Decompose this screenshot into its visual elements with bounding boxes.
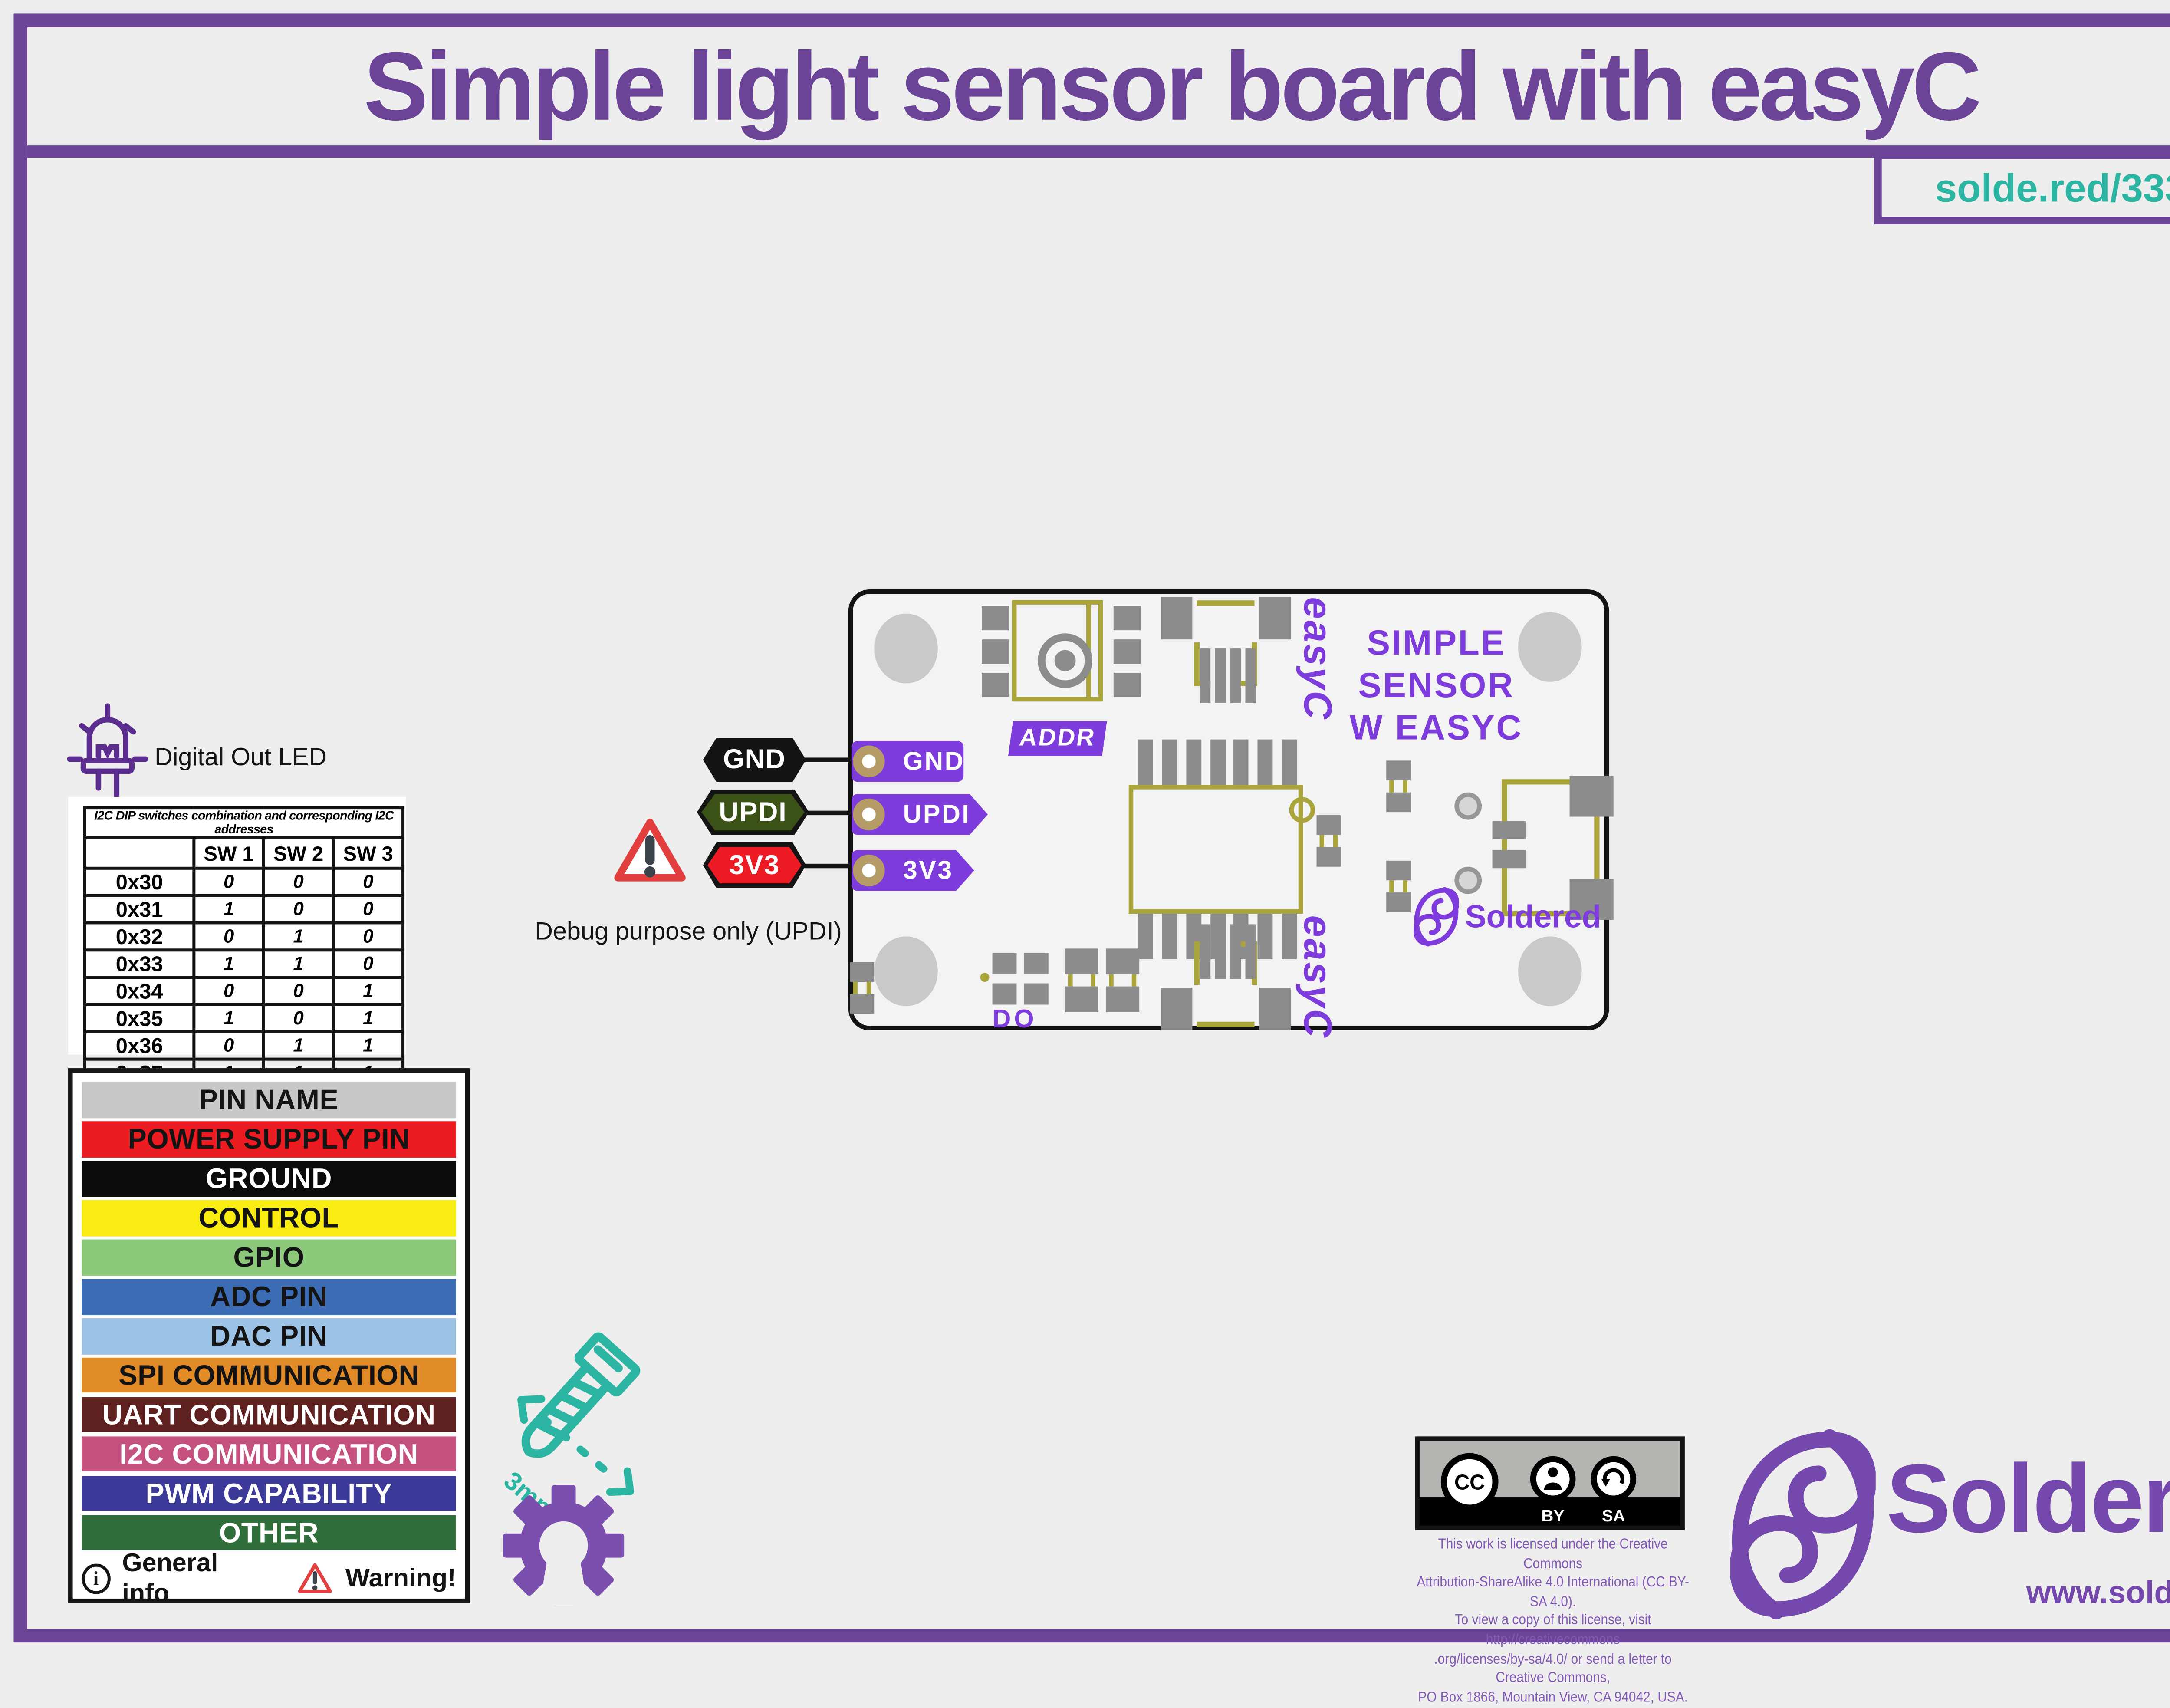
mounting-hole [1518, 612, 1582, 682]
passive-component [1316, 815, 1341, 867]
passive-component [1386, 860, 1411, 912]
website-url[interactable]: www.soldered.com [2026, 1576, 2170, 1611]
ic-chip [1128, 785, 1303, 914]
easyc-connector-bottom [1161, 924, 1291, 1030]
easyc-connector-top [1161, 597, 1291, 703]
addr-label: ADDR [1008, 721, 1107, 756]
easyc-label-top: easyC [1295, 597, 1341, 721]
warning-icon [298, 1563, 332, 1594]
3v3-callout-line [803, 863, 868, 869]
legend-row: POWER SUPPLY PIN [82, 1121, 456, 1157]
passive-component [1386, 760, 1411, 813]
title-divider [27, 145, 2170, 158]
info-icon: i [82, 1563, 110, 1594]
light-sensor [1012, 600, 1103, 702]
led-marker-dot [980, 973, 990, 982]
pin-pad [853, 854, 885, 887]
updi-callout-line [806, 810, 868, 816]
board-name: SIMPLE SENSOR W EASYC [1349, 622, 1523, 747]
gnd-callout-line [803, 757, 868, 762]
legend-row: SPI COMMUNICATION [82, 1357, 456, 1393]
page-title: Simple light sensor board with easyC [363, 32, 1982, 141]
soldered-wordmark: Soldered [1886, 1444, 2170, 1553]
legend-row: DAC PIN [82, 1318, 456, 1354]
legend-row: ADC PIN [82, 1279, 456, 1315]
easyc-label-bottom: easyC [1295, 915, 1341, 1039]
soldered-board-label: Soldered [1465, 900, 1601, 935]
oshw-gear-icon [503, 1485, 625, 1606]
legend-row: I2C COMMUNICATION [82, 1436, 456, 1472]
warning-triangle-icon [614, 819, 686, 882]
via-pad [1454, 866, 1482, 894]
legend-row: PWM CAPABILITY [82, 1475, 456, 1511]
cc-license-badge: CC BY SA [1415, 1436, 1685, 1530]
by-label: BY [1541, 1507, 1565, 1526]
gnd-callout: GND [703, 738, 806, 782]
legend-row: PIN NAME [82, 1082, 456, 1118]
cc-icon: CC [1440, 1453, 1499, 1511]
ic-pin1-marker [1289, 797, 1315, 823]
pin-pad [853, 745, 885, 777]
legend-row: GPIO [82, 1239, 456, 1275]
screw-icon [521, 1332, 641, 1458]
dip-address-table: I2C DIP switches combination and corresp… [83, 806, 405, 1088]
license-text: This work is licensed under the Creative… [1417, 1536, 1690, 1706]
screw-size-arrow [517, 1395, 634, 1496]
pin-legend: PIN NAME POWER SUPPLY PIN GROUND CONTROL… [68, 1068, 470, 1607]
legend-row: UART COMMUNICATION [82, 1397, 456, 1433]
passive-component [850, 962, 875, 1014]
power-connector [1492, 776, 1614, 920]
cc-by-icon [1530, 1456, 1576, 1502]
legend-row: CONTROL [82, 1200, 456, 1236]
led-note: Digital Out LED [155, 744, 327, 771]
pinout-sheet: Simple light sensor board with easyC sol… [13, 13, 2170, 1706]
passive-component [1106, 948, 1140, 1012]
sa-label: SA [1602, 1507, 1625, 1526]
mounting-hole [874, 936, 938, 1006]
3v3-callout: 3V3 [703, 842, 806, 888]
general-info-label: General info [122, 1548, 218, 1608]
soldered-logo-large [1730, 1429, 1876, 1620]
legend-row: OTHER [82, 1515, 456, 1551]
via-pad [1454, 792, 1482, 820]
passive-component [1065, 948, 1098, 1012]
do-label: DO [992, 1004, 1037, 1033]
pin-pad [853, 798, 885, 831]
mounting-hole [874, 613, 938, 684]
cc-sa-icon [1591, 1456, 1637, 1502]
updi-callout: UPDI [697, 789, 809, 835]
soldered-logo-icon [1414, 887, 1459, 947]
mounting-hole [1518, 936, 1582, 1006]
warning-label: Warning! [345, 1563, 456, 1593]
sensor-board: ADDR easyC SIMPLE SENSOR W EASYC [848, 589, 1614, 1039]
page-frame [13, 13, 2170, 1643]
product-link[interactable]: solde.red/333041 [1935, 164, 2170, 210]
dip-table-caption: I2C DIP switches combination and corresp… [83, 806, 405, 839]
debug-note: Debug purpose only (UPDI) [535, 918, 842, 946]
legend-row: GROUND [82, 1160, 456, 1197]
product-link-box[interactable]: solde.red/333041 [1874, 151, 2170, 224]
